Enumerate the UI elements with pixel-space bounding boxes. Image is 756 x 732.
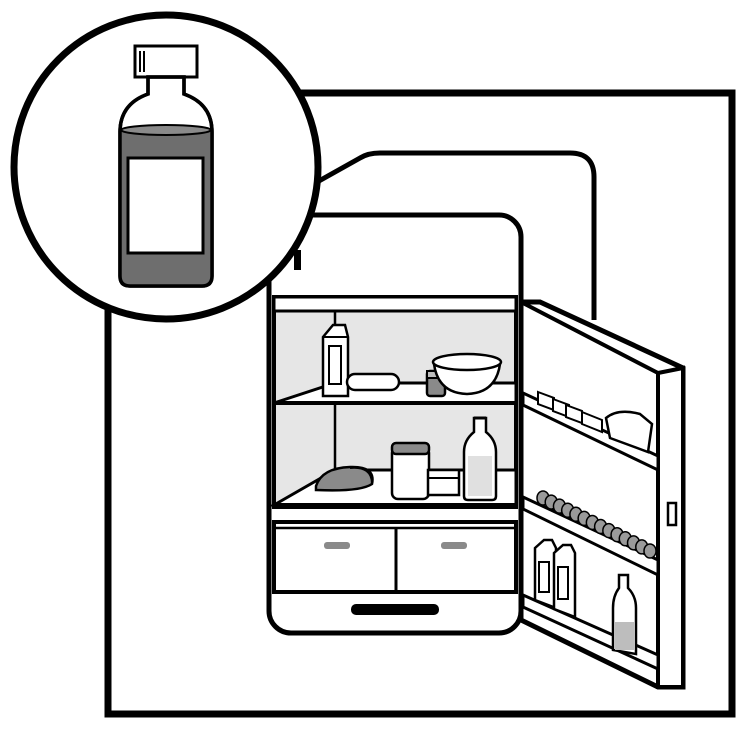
vial-icon	[118, 44, 214, 288]
fridge-top-band	[272, 295, 518, 313]
fridge-handle-top	[294, 250, 301, 270]
door-bottle	[611, 573, 638, 656]
door-edge	[656, 365, 685, 689]
fridge-back-outline	[283, 150, 597, 320]
fridge-bottom-handle	[351, 604, 439, 615]
butter-dish	[345, 372, 401, 392]
canister	[390, 441, 431, 501]
refrigerator-icon	[266, 212, 524, 636]
milk-carton-upper	[321, 323, 350, 398]
door-milk-carton-1	[533, 538, 558, 610]
meat-package	[314, 465, 374, 492]
tall-bottle	[462, 416, 498, 502]
bowl	[431, 352, 503, 396]
door-milk-carton-2	[552, 543, 577, 619]
drawer-left-handle	[324, 542, 350, 549]
drawer-right-handle	[441, 542, 467, 549]
butter-packs	[537, 390, 603, 434]
vial-callout	[10, 11, 322, 323]
door-latch	[666, 501, 678, 527]
fridge-door	[518, 299, 686, 690]
cheese-block	[426, 468, 461, 497]
egg-row	[536, 490, 657, 559]
egg	[643, 543, 657, 559]
door-bag	[604, 410, 654, 454]
